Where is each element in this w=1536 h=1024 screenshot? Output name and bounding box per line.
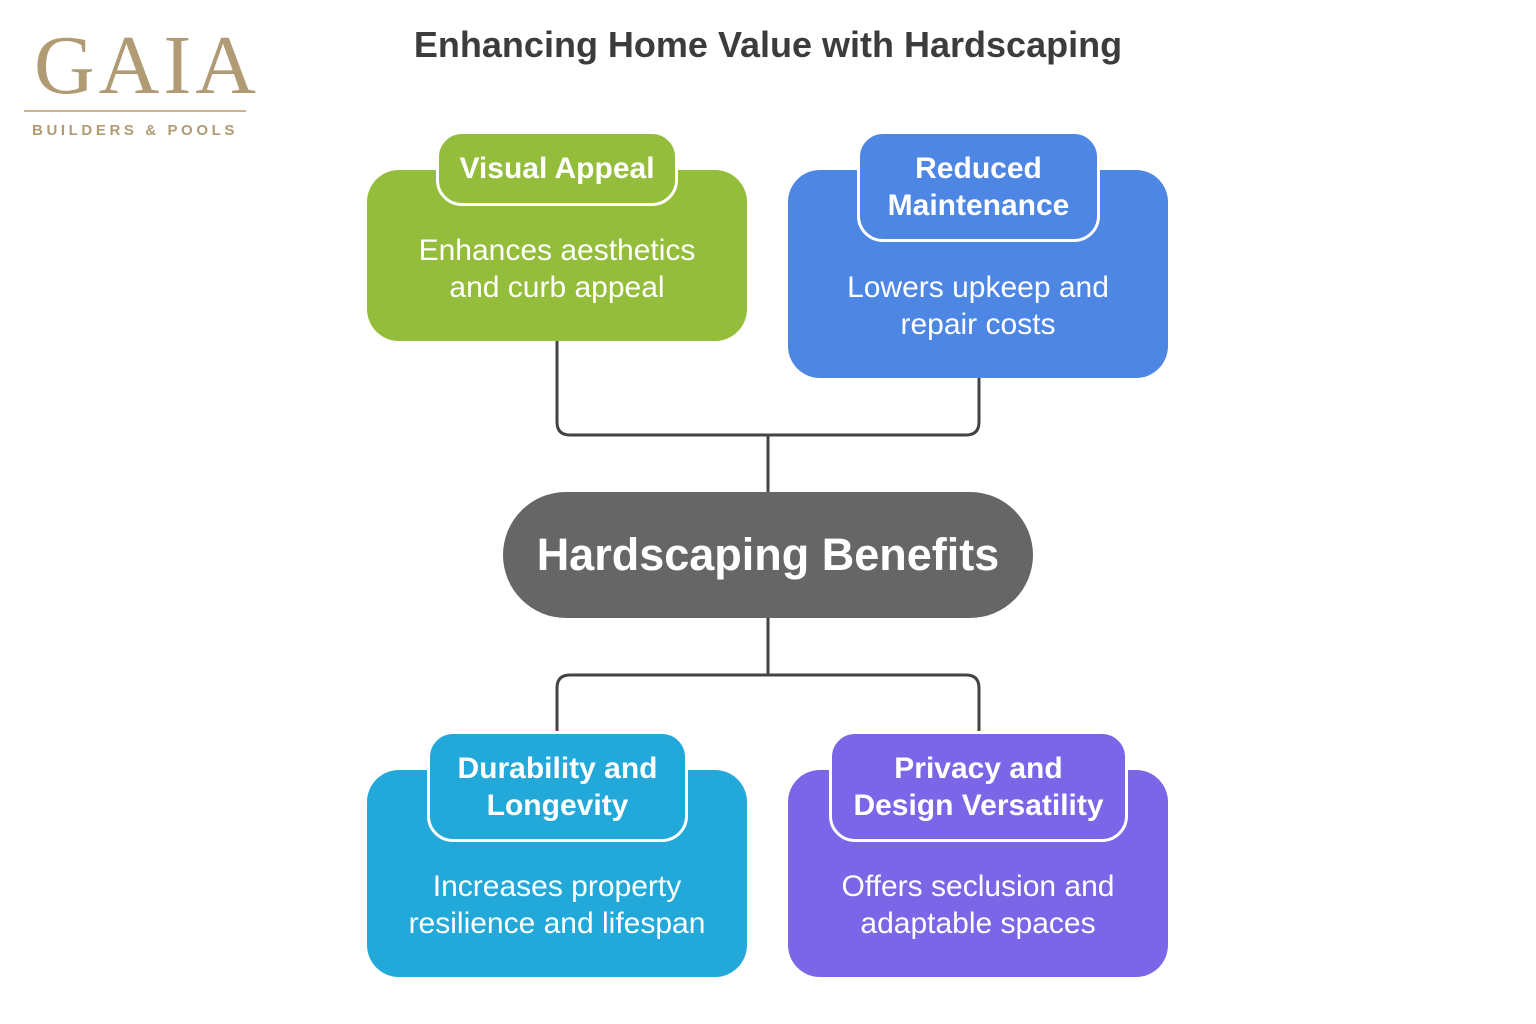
- benefit-description: Offers seclusion and adaptable spaces: [841, 870, 1115, 940]
- center-node: Hardscaping Benefits: [503, 492, 1033, 618]
- benefit-title-reduced-maintenance: Reduced Maintenance: [857, 131, 1100, 242]
- logo: GAIA BUILDERS & POOLS: [20, 19, 260, 144]
- benefit-title-privacy: Privacy and Design Versatility: [829, 731, 1128, 842]
- benefit-description: Lowers upkeep and repair costs: [847, 271, 1109, 341]
- logo-divider: [24, 110, 246, 112]
- benefit-description: Enhances aesthetics and curb appeal: [418, 234, 696, 304]
- connector-top: [555, 340, 981, 492]
- benefit-title-visual-appeal: Visual Appeal: [436, 131, 678, 206]
- logo-wordmark: GAIA: [34, 19, 260, 112]
- page-title: Enhancing Home Value with Hardscaping: [413, 24, 1123, 65]
- benefit-description: Increases property resilience and lifesp…: [408, 870, 706, 940]
- logo-tagline: BUILDERS & POOLS: [32, 122, 238, 139]
- connector-bottom: [555, 618, 981, 732]
- benefit-title-durability: Durability and Longevity: [427, 731, 688, 842]
